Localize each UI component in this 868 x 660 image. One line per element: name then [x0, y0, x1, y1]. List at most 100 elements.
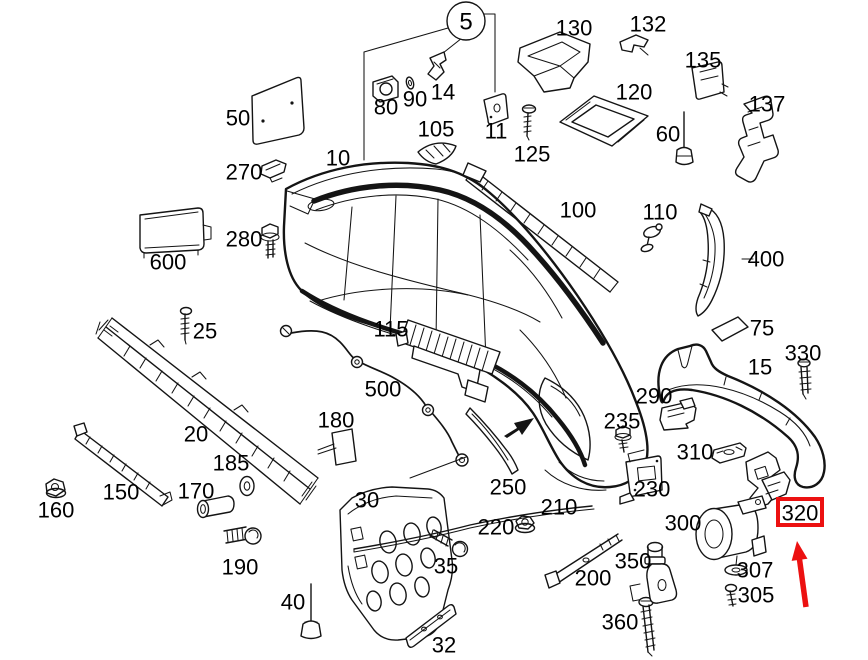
part-350-bracket-drawing	[644, 541, 678, 604]
part-170-spacer-drawing	[196, 495, 235, 519]
part-label-50: 50	[226, 106, 250, 131]
part-600-module-drawing	[139, 207, 212, 259]
highlight-box	[776, 497, 824, 527]
part-label-10: 10	[326, 146, 350, 171]
part-label-32: 32	[432, 633, 456, 658]
part-label-230: 230	[634, 477, 671, 502]
part-180-bracket-drawing	[317, 428, 357, 466]
part-40-pin-drawing	[300, 583, 322, 640]
part-25-screw-drawing	[179, 306, 193, 345]
part-label-90: 90	[403, 87, 427, 112]
part-label-190: 190	[222, 555, 259, 580]
part-110-clip-drawing	[640, 223, 663, 253]
part-label-120: 120	[616, 80, 653, 105]
part-400-trim-strip-drawing	[695, 203, 725, 317]
part-label-60: 60	[656, 122, 680, 147]
part-100-sill-strip-drawing	[462, 162, 619, 293]
part-label-15: 15	[748, 355, 772, 380]
part-label-600: 600	[150, 250, 187, 275]
part-label-14: 14	[431, 80, 455, 105]
part-label-180: 180	[318, 408, 355, 433]
part-label-115: 115	[373, 317, 408, 342]
part-270-clip-drawing	[260, 159, 287, 183]
part-label-305: 305	[738, 583, 775, 608]
part-185-washer-drawing	[239, 475, 255, 497]
part-15-lower-valance-drawing	[657, 343, 826, 489]
part-360-screw-drawing	[638, 596, 656, 657]
part-label-307: 307	[737, 558, 774, 583]
part-label-320: 320	[782, 501, 819, 526]
part-label-350: 350	[615, 549, 652, 574]
callout-circle	[446, 1, 486, 41]
part-label-185: 185	[213, 451, 250, 476]
part-label-200: 200	[575, 566, 612, 591]
part-210-strip-drawing	[353, 505, 595, 553]
part-14-bracket-drawing	[427, 51, 447, 81]
part-label-290: 290	[636, 384, 673, 409]
callout-5: 5	[446, 1, 486, 41]
part-label-130: 130	[556, 16, 593, 41]
highlight-arrow-shaft	[795, 552, 809, 608]
part-label-220: 220	[478, 515, 515, 540]
part-label-110: 110	[642, 200, 677, 225]
part-135-bracket-drawing	[691, 61, 729, 100]
part-11-plate-drawing	[483, 93, 509, 125]
part-280-bolt-drawing	[260, 223, 280, 259]
part-50-plate-drawing	[251, 76, 305, 145]
part-label-25: 25	[193, 319, 217, 344]
part-label-35: 35	[434, 554, 458, 579]
part-60-pin-drawing	[675, 111, 694, 166]
callout-label: 5	[459, 9, 472, 36]
part-label-40: 40	[281, 590, 305, 615]
part-label-80: 80	[374, 95, 398, 120]
part-label-235: 235	[604, 409, 641, 434]
highlight-arrow-head	[791, 541, 808, 561]
direction-arrow-icon	[504, 418, 534, 438]
highlight-group	[776, 497, 824, 608]
part-32-strip-drawing	[405, 604, 457, 648]
part-137-bracket-drawing	[734, 95, 779, 183]
part-200-strip-drawing	[544, 533, 623, 589]
part-label-132: 132	[630, 12, 667, 37]
part-190-bolt-drawing	[223, 526, 262, 545]
part-label-30: 30	[355, 488, 379, 513]
part-label-170: 170	[178, 479, 215, 504]
part-120-frame-drawing	[559, 95, 649, 147]
part-label-270: 270	[226, 160, 263, 185]
part-80-sensor-drawing	[372, 75, 399, 103]
part-300-sensor-drawing	[695, 495, 767, 561]
part-label-360: 360	[602, 610, 639, 635]
part-label-137: 137	[749, 92, 786, 117]
part-label-500: 500	[365, 377, 402, 402]
part-label-125: 125	[514, 142, 551, 167]
part-label-300: 300	[665, 511, 702, 536]
part-label-160: 160	[38, 498, 75, 523]
part-130-bracket-drawing	[517, 31, 591, 93]
part-label-330: 330	[785, 341, 822, 366]
part-500-harness-drawing	[279, 324, 469, 479]
part-220-nut-drawing	[514, 515, 536, 534]
part-230-bracket-drawing	[619, 449, 663, 505]
part-307-washer-drawing	[724, 555, 748, 576]
part-label-20: 20	[184, 422, 208, 447]
part-label-11: 11	[485, 119, 508, 144]
part-90-grommet-drawing	[405, 76, 415, 90]
part-20-crossmember-drawing	[95, 317, 319, 505]
part-250-strip-drawing	[465, 407, 519, 475]
part-235-screw-drawing	[614, 425, 632, 453]
part-320-bracket-drawing	[745, 451, 791, 509]
part-label-400: 400	[748, 247, 785, 272]
part-290-clamp-drawing	[659, 397, 697, 431]
part-label-100: 100	[560, 198, 597, 223]
part-label-310: 310	[677, 440, 714, 465]
part-label-250: 250	[490, 475, 527, 500]
part-150-rail-drawing	[73, 422, 173, 507]
part-305-screw-drawing	[724, 583, 738, 607]
part-132-clip-drawing	[619, 34, 649, 56]
part-30-panel-drawing	[339, 486, 454, 641]
part-label-105: 105	[418, 117, 455, 142]
part-160-nut-drawing	[45, 478, 67, 499]
